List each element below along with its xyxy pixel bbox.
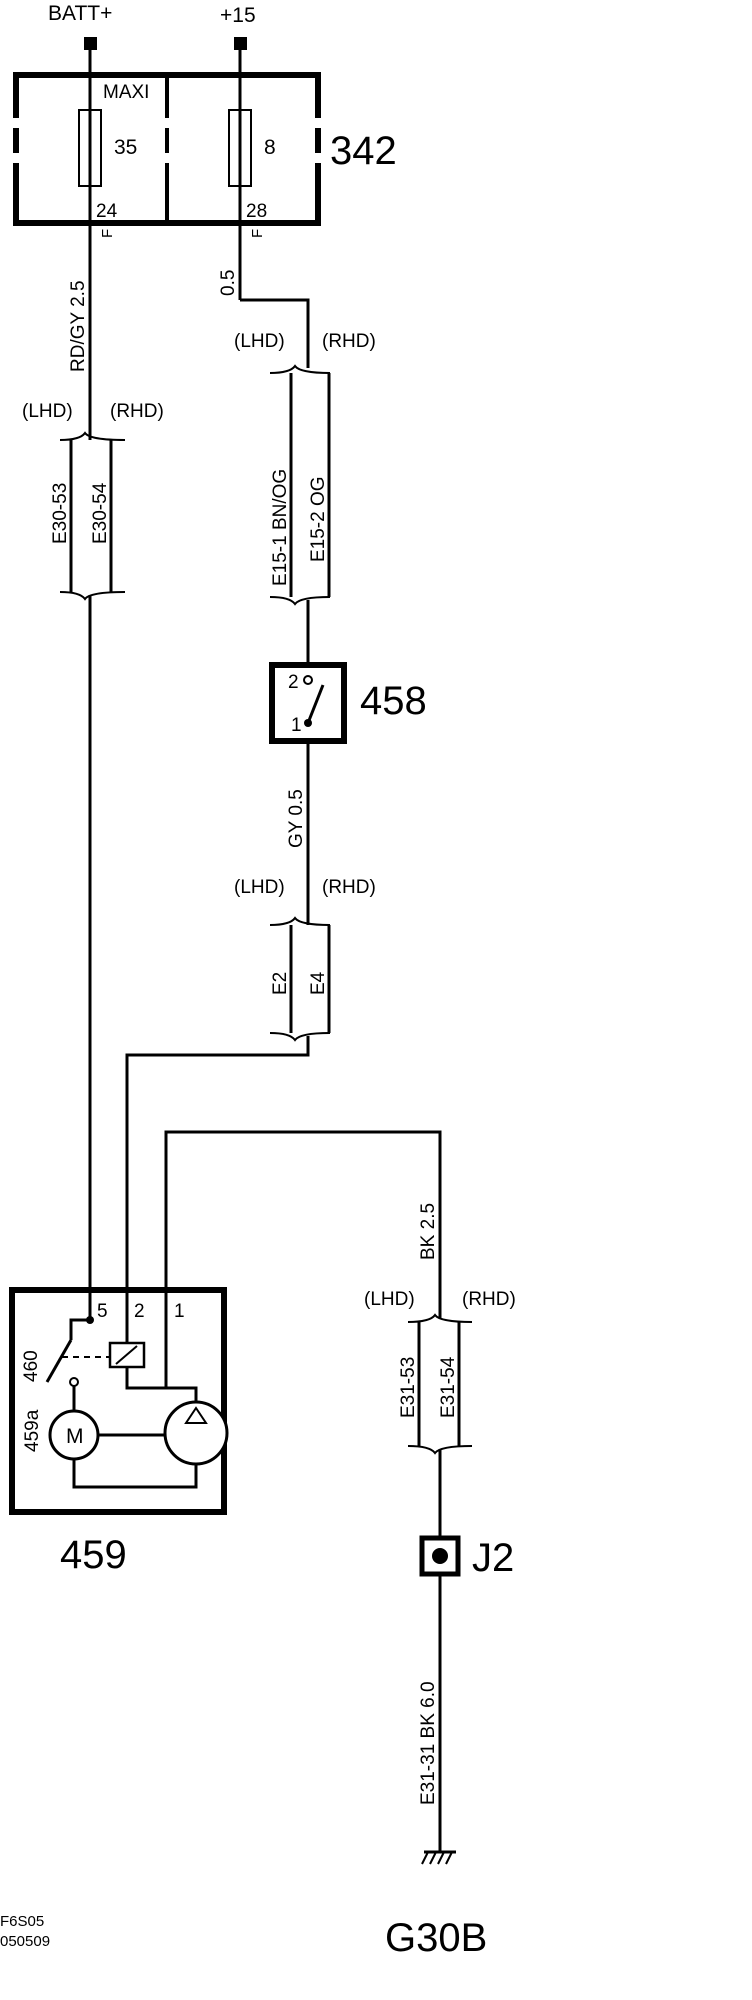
pump-triangle-icon (184, 1406, 208, 1424)
connector-e31 (407, 1313, 473, 1455)
wire-bk-label: BK 2.5 (418, 1203, 439, 1260)
connector-e2-e4-lhd: (LHD) (234, 877, 285, 898)
switch-458-lever (306, 684, 325, 724)
pump-pin-5: 5 (97, 1301, 108, 1322)
connector-e2-e4 (269, 916, 331, 1042)
pump-pin-1: 1 (174, 1301, 185, 1322)
ign-15-terminal (234, 37, 247, 50)
connector-e31-rhd: (RHD) (462, 1289, 516, 1310)
fuse-35-pin-mark: F (99, 229, 116, 238)
fuse-box-maxi-label: MAXI (103, 82, 149, 103)
motor-symbol: M (66, 1425, 84, 1448)
connector-e30-pin-b: E30-54 (90, 482, 111, 544)
connector-e31-pin-a: E31-53 (398, 1357, 419, 1418)
wire-e31-31-label: E31-31 BK 6.0 (418, 1681, 439, 1805)
connector-e30-rhd: (RHD) (110, 401, 164, 422)
fuse-box-id: 342 (330, 129, 397, 173)
ign-15-label: +15 (220, 4, 256, 27)
batt-plus-terminal (84, 37, 97, 50)
relay-460-switch-arm (45, 1339, 73, 1383)
switch-458-id: 458 (360, 679, 427, 723)
pump-unit-id: 459 (60, 1533, 127, 1577)
fuse-8-pin: 28 (246, 201, 267, 222)
pump-pin-2: 2 (134, 1301, 145, 1322)
fuse-8-value: 8 (264, 136, 276, 159)
relay-460-contact-no (69, 1377, 79, 1387)
connector-e15-pin-a: E15-1 BN/OG (270, 469, 291, 586)
batt-plus-label: BATT+ (48, 2, 112, 25)
ground-id: G30B (385, 1916, 487, 1960)
connector-e15-rhd: (RHD) (322, 331, 376, 352)
connector-e31-lhd: (LHD) (364, 1289, 415, 1310)
fuse-35-pin: 24 (96, 201, 118, 222)
switch-458-pin-2: 2 (288, 672, 299, 693)
wire-rd-gy-label: RD/GY 2.5 (68, 280, 89, 372)
splice-j2-id: J2 (472, 1536, 514, 1580)
switch-458-pin-1: 1 (291, 715, 302, 736)
ground-icon (421, 1850, 456, 1865)
fuse-box-342 (11, 72, 323, 226)
fuse-8-pin-mark: F (249, 229, 266, 238)
connector-e15 (269, 364, 331, 606)
relay-460-id: 460 (21, 1350, 42, 1382)
connector-e15-lhd: (LHD) (234, 331, 285, 352)
pump-unit-459-box (9, 1287, 227, 1515)
splice-j2-dot (432, 1548, 448, 1564)
connector-e30-lhd: (LHD) (22, 401, 73, 422)
fuse-35-value: 35 (114, 136, 137, 159)
wire-gy-label: GY 0.5 (286, 789, 307, 848)
motor-459a-id: 459a (22, 1409, 43, 1452)
footer-date: 050509 (0, 1933, 50, 1950)
wire-0-5-label: 0.5 (218, 270, 239, 296)
connector-e2-e4-rhd: (RHD) (322, 877, 376, 898)
connector-e15-pin-b: E15-2 OG (308, 476, 329, 562)
connector-e31-pin-b: E31-54 (438, 1356, 459, 1418)
connector-e30 (59, 431, 126, 601)
footer-code: F6S05 (0, 1913, 44, 1930)
switch-458-contact-2 (303, 675, 313, 685)
connector-e2-e4-pin-b: E4 (308, 971, 329, 995)
connector-e30-pin-a: E30-53 (50, 483, 71, 544)
connector-e2-e4-pin-a: E2 (270, 972, 291, 995)
